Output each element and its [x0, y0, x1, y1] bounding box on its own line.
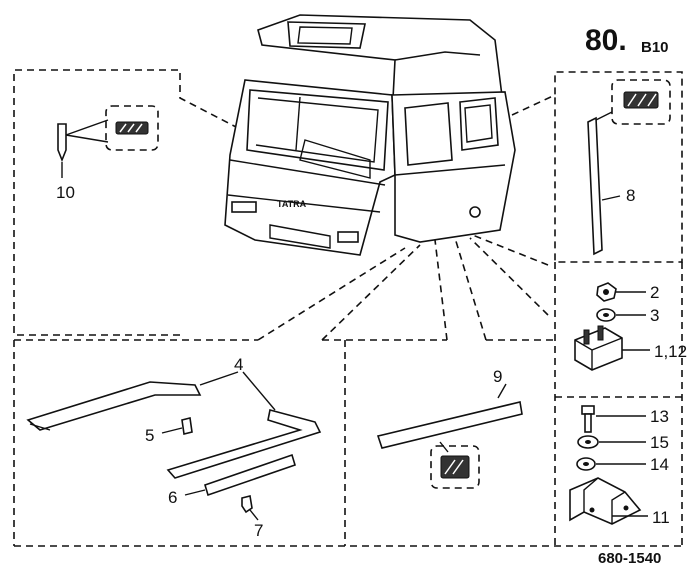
cross-section-icon: [115, 121, 149, 135]
part-1-12-block: 1,12: [574, 325, 687, 371]
side-window-rear: [459, 97, 499, 151]
dashed-frames: [13, 69, 683, 547]
label-4: 4: [234, 355, 243, 374]
label-11: 11: [652, 508, 670, 527]
windscreen-inner: [255, 97, 379, 163]
leader-10-section: [65, 119, 109, 136]
headlight-right: [337, 231, 359, 243]
roof-line: [394, 51, 481, 61]
rail-shape: [204, 453, 296, 497]
bracket-11-shape: [569, 477, 642, 525]
block-edges: [574, 337, 623, 370]
sheet-suffix: B10: [641, 39, 669, 56]
leader-to-mid-panel-b: [454, 237, 487, 341]
side-crease: [394, 164, 506, 176]
label-15: 15: [650, 433, 669, 452]
truck-cab-illustration: TATRA: [224, 14, 516, 256]
bracket-lower: [166, 409, 322, 479]
label-14: 14: [650, 455, 669, 474]
seal-shape: [376, 401, 523, 449]
cross-section-icon: [623, 91, 659, 109]
side-lamp: [469, 206, 481, 218]
strip-shape: [587, 116, 603, 256]
leader-7: [249, 509, 259, 521]
leader-8-section: [595, 111, 613, 121]
part-13-bolt: 13: [581, 405, 669, 433]
leader-9: [497, 383, 507, 399]
side-window-front: [404, 102, 453, 166]
frame-detail-10: [13, 69, 239, 336]
side-window-rear-inner: [464, 104, 493, 143]
label-2: 2: [650, 283, 659, 302]
bolt-head: [581, 405, 595, 415]
part-7-screw: 7: [241, 495, 263, 540]
part-11-bracket: 11: [569, 477, 670, 527]
label-9: 9: [493, 367, 502, 386]
bolt-shank: [584, 413, 592, 433]
part-3-washer: 3: [596, 306, 659, 325]
cross-section-icon: [440, 455, 470, 479]
bracket-upper: [26, 381, 202, 431]
label-5: 5: [145, 426, 154, 445]
leader-5: [161, 427, 183, 434]
frame-detail-8: [511, 71, 683, 263]
label-8: 8: [626, 186, 635, 205]
bracket-upper-end: [27, 419, 51, 431]
part-6-rail: 6: [168, 453, 296, 507]
leader-to-left-panel-b: [321, 244, 421, 341]
lower-grille: [269, 224, 331, 249]
part-15-washer: 15: [577, 433, 669, 452]
leader-9-section: [439, 441, 449, 453]
label-13: 13: [650, 407, 669, 426]
leader-to-right-panel: [464, 231, 549, 266]
section-box-10: [105, 105, 159, 151]
leader-10-section-b: [65, 134, 109, 143]
leader-to-left-panel: [257, 247, 406, 341]
part-9-seal: 9: [376, 367, 523, 489]
bumper-line: [227, 194, 381, 213]
drawing-code: 680-1540: [598, 550, 661, 567]
label-7: 7: [254, 521, 263, 540]
label-6: 6: [168, 488, 177, 507]
windscreen: [246, 89, 389, 171]
roof-hatch-inner: [297, 26, 353, 45]
leader-6: [184, 489, 206, 496]
label-10: 10: [56, 183, 75, 202]
pin-shape: [57, 123, 67, 163]
sheet-header: 80. B10: [585, 24, 669, 57]
section-box-9: [430, 445, 480, 489]
leader-to-right-panel-b: [469, 237, 549, 316]
leader-to-mid-panel: [434, 239, 448, 341]
part-4-brackets: 4: [26, 355, 322, 479]
sheet-number: 80.: [585, 24, 627, 57]
brand-badge: TATRA: [277, 199, 307, 209]
headlight-left: [231, 201, 257, 213]
part-2-nut: 2: [596, 282, 659, 302]
dashboard-seat: [299, 139, 371, 179]
leader-4b: [242, 371, 276, 411]
part-14-washer: 14: [576, 455, 669, 474]
windscreen-pillar: [295, 96, 301, 151]
screw-shape: [241, 495, 253, 514]
label-1-12: 1,12: [654, 342, 687, 361]
part-5-clip: 5: [145, 417, 193, 445]
label-3: 3: [650, 306, 659, 325]
part-10-pin: 10: [56, 105, 159, 202]
clip-shape: [181, 417, 193, 435]
leader-8: [601, 195, 621, 201]
front-crease: [229, 159, 386, 186]
part-8-strip: 8: [587, 79, 671, 256]
leader-4a: [199, 371, 239, 386]
